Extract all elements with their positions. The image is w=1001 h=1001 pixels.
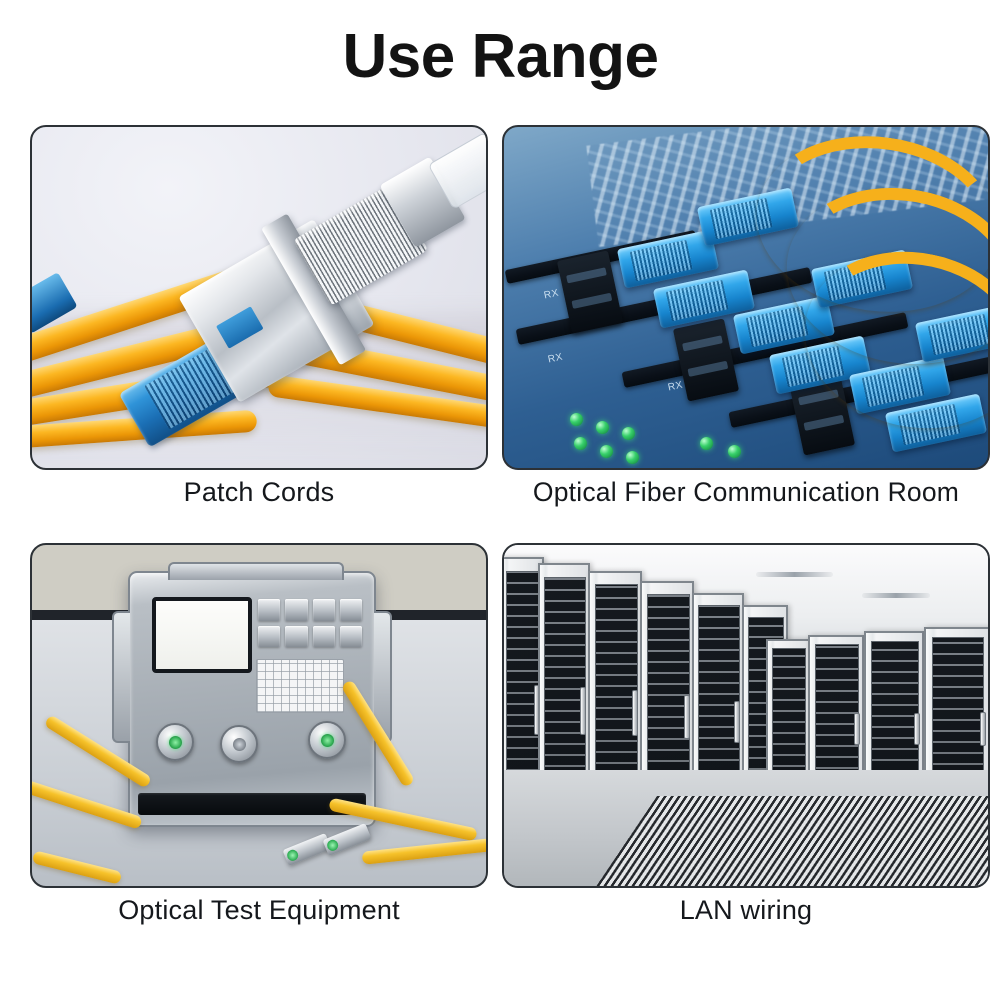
port-ferrule [320, 733, 334, 747]
port-ferrule [232, 737, 246, 751]
apc-connector [282, 833, 332, 866]
fiber-lead [32, 850, 123, 885]
photo-optical-test-equipment [30, 543, 488, 888]
perforated-floor-tiles [586, 796, 988, 886]
display-readout [156, 648, 248, 659]
status-led [596, 421, 609, 434]
status-led [574, 437, 587, 450]
status-led [570, 413, 583, 426]
status-led [728, 445, 741, 458]
rack-ear-left [112, 611, 130, 743]
panel-optical-test-equipment[interactable]: Optical Test Equipment [30, 543, 488, 925]
panel-optical-fiber-communication-room[interactable]: RX RX RX Optical Fiber Communication Roo… [502, 125, 990, 507]
keypad-button[interactable] [312, 599, 335, 621]
ceiling-fixture [755, 572, 834, 578]
ceiling-fixture [862, 592, 930, 598]
port-ferrule [168, 735, 182, 749]
instrument-display [152, 597, 252, 673]
rack-door-handle[interactable] [913, 712, 920, 746]
use-range-grid: Patch Cords [0, 125, 1001, 965]
instrument-front-bar [138, 793, 366, 815]
rack-door-handle[interactable] [684, 694, 690, 740]
rack-door-handle[interactable] [734, 700, 741, 744]
optical-port[interactable] [156, 723, 194, 761]
keypad-button[interactable] [285, 599, 308, 621]
port-label-rx: RX [547, 351, 564, 366]
caption-patch-cords: Patch Cords [183, 477, 335, 507]
rack-door-handle[interactable] [979, 712, 986, 746]
photo-optical-fiber-communication-room: RX RX RX [502, 125, 990, 470]
caption-lan-wiring: LAN wiring [679, 895, 813, 925]
status-led [626, 451, 639, 464]
carry-handle [168, 562, 344, 580]
panel-lan-wiring[interactable]: LAN wiring [502, 543, 990, 925]
caption-optical-fiber-communication-room: Optical Fiber Communication Room [532, 477, 960, 507]
photo-patch-cords [30, 125, 488, 470]
keypad-button[interactable] [339, 625, 362, 647]
photo-lan-wiring [502, 543, 990, 888]
rack-door-handle[interactable] [580, 686, 587, 736]
rack-door-handle[interactable] [853, 713, 860, 745]
keypad-button[interactable] [285, 625, 308, 647]
instrument-keypad[interactable] [258, 599, 362, 647]
optical-test-instrument [112, 562, 392, 827]
keypad-button[interactable] [339, 599, 362, 621]
optical-port[interactable] [220, 725, 258, 763]
status-led [700, 437, 713, 450]
port-label-rx: RX [667, 379, 684, 394]
keypad-button[interactable] [312, 625, 335, 647]
panel-patch-cords[interactable]: Patch Cords [30, 125, 488, 507]
port-label-rx: RX [543, 287, 560, 302]
fiber-lead [32, 777, 143, 830]
fiber-lead [361, 838, 486, 865]
keypad-button[interactable] [258, 625, 281, 647]
rack-door-handle[interactable] [632, 689, 638, 737]
perforated-grid-panel [256, 659, 344, 713]
keypad-button[interactable] [258, 599, 281, 621]
apc-connector [322, 823, 372, 856]
caption-optical-test-equipment: Optical Test Equipment [118, 895, 400, 925]
page-title: Use Range [342, 22, 659, 91]
optical-port[interactable] [308, 721, 346, 759]
status-led [600, 445, 613, 458]
status-led [622, 427, 635, 440]
